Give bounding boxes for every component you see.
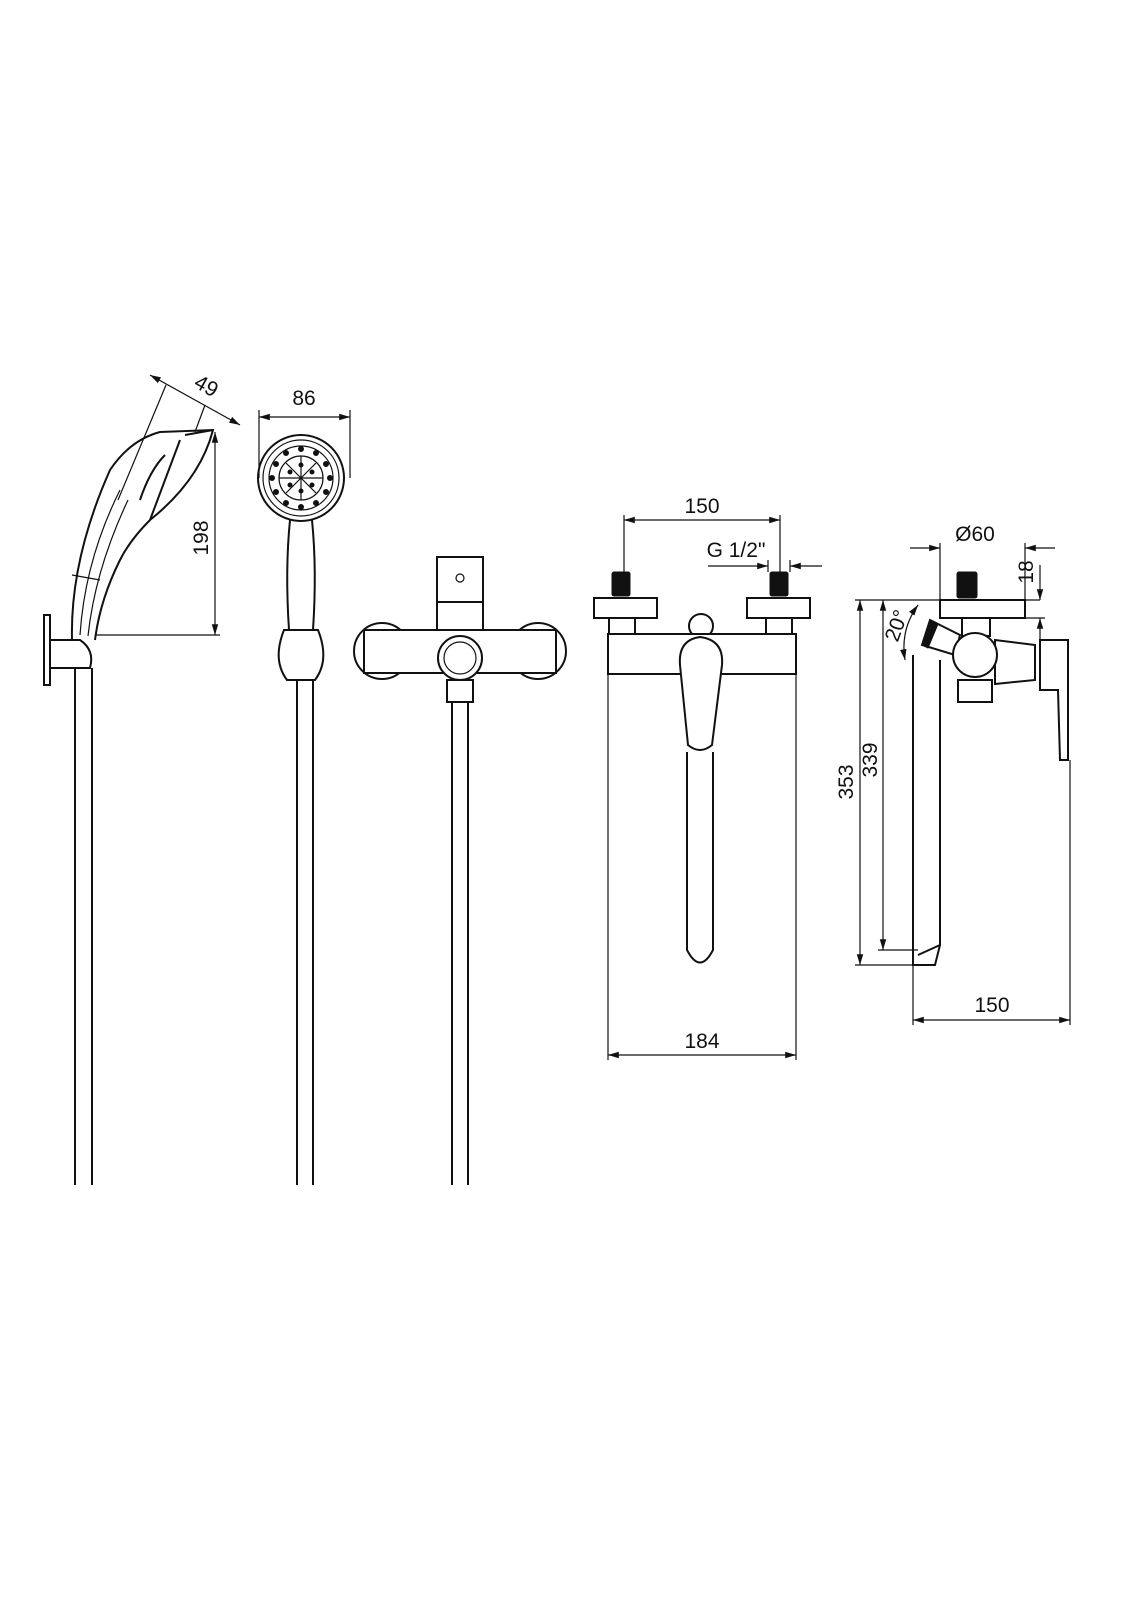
dimension-label: 150 [684,495,719,518]
dim-thread: G 1/2" [707,539,822,572]
lever [678,635,724,751]
dim-184: 184 [608,1030,796,1059]
flange-right [746,597,811,619]
spout [912,655,941,966]
handle-outline [70,428,215,641]
dimension-label: 86 [292,387,315,410]
dim-diameter-60: Ø60 [910,523,1055,600]
flange [939,599,1026,619]
flange-left [593,597,658,619]
mixer-front-view: 150 G 1/2" 184 [593,495,822,1060]
hose-nut [446,679,474,703]
dimension-label: 184 [684,1030,719,1053]
dimension-label: 150 [974,994,1009,1017]
dimension-label: 198 [190,520,213,555]
nut-left [608,617,636,635]
dim-86: 86 [258,387,351,478]
lever [1039,639,1069,761]
dimension-label: Ø60 [955,523,995,546]
holder [49,639,93,669]
connector-right [769,571,789,597]
mixer-wall-view [353,556,567,1185]
dim-20-degrees: 20° [881,604,919,661]
body-round [952,632,998,678]
handle-detail [71,489,129,637]
dim-150: 150 [623,495,781,572]
dimension-label: G 1/2" [707,539,766,562]
spray-face [139,429,214,521]
outlet-nut [957,679,993,703]
dimension-label: 49 [190,371,222,402]
holder [277,629,325,681]
diverter-cap [436,556,484,603]
dim-198: 198 [95,432,220,636]
cartridge [994,638,1036,686]
mixer-side-view: Ø60 18 20° 353 339 150 [835,523,1071,1025]
dimension-label: 18 [1015,560,1038,583]
dim-49: 49 [117,371,241,501]
nut-right [765,617,793,635]
dim-150-projection: 150 [912,760,1071,1025]
handle [286,519,316,631]
handshower-side-view: 198 49 [43,371,241,1185]
dimension-label: 339 [859,742,882,777]
dimension-label: 20° [881,607,913,645]
spout [686,752,714,964]
connector-left [611,571,631,597]
dimension-label: 353 [835,764,858,799]
dim-339: 339 [859,600,918,951]
connector [956,571,978,599]
dim-18: 18 [1015,560,1045,650]
spray-nozzles [269,446,333,510]
handshower-front-view: 86 [257,387,351,1185]
